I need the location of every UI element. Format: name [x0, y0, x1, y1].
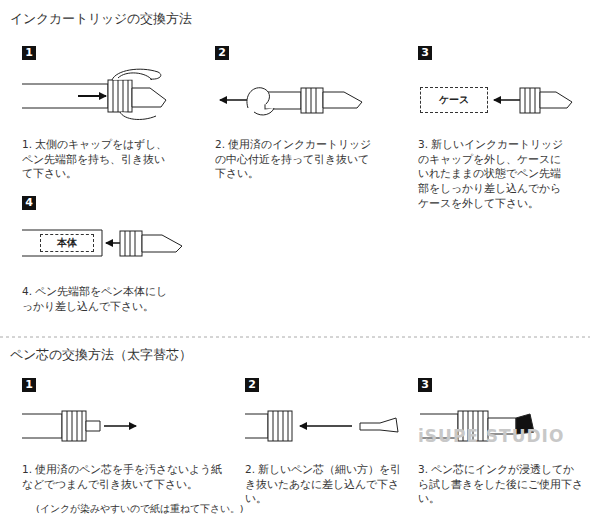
step-number: 2	[215, 46, 229, 60]
step-text: 2. 使用済のインクカートリッジの中心付近を持って引き抜いて下さい。	[215, 137, 375, 181]
note-text: (インクが染みやすいので紙は重ねて下さい。)	[36, 502, 243, 515]
step-text: 3. ペン芯にインクが浸透してから試し書きをした後にご使用下さい。	[418, 462, 583, 506]
section-title: インクカートリッジの交換方法	[10, 10, 192, 28]
step-number: 1	[22, 378, 36, 392]
watermark: iSUPE STUDIO	[418, 425, 564, 449]
step-number: 1	[22, 46, 36, 60]
body-box: 本体	[40, 234, 94, 252]
step-text: 4. ペン先端部をペン本体にしっかり差し込んで下さい。	[22, 284, 172, 313]
step-number: 2	[245, 378, 259, 392]
step-text: 2. 新しいペン芯（細い方）を引き抜いたあなに差し込んで下さい。	[245, 462, 405, 506]
step-number: 3	[418, 378, 432, 392]
node-text: ケース	[439, 93, 469, 107]
node-text: 本体	[57, 236, 77, 250]
step-text: 3. 新しいインクカートリッジのキャップを外し、ケースにいれたままの状態でペン先…	[418, 137, 568, 210]
step-text: 1. 使用済のペン芯を手を汚さないよう紙などでつまんで引き抜いて下さい。	[22, 462, 227, 491]
step-text: 1. 太側のキャップをはずし、ペン先端部を持ち、引き抜いて下さい。	[22, 137, 172, 181]
section-heading: ペン芯の交換方法（太字替芯）	[10, 346, 192, 364]
step-number: 3	[418, 46, 432, 60]
case-box: ケース	[420, 87, 488, 113]
step-number: 4	[22, 196, 36, 210]
